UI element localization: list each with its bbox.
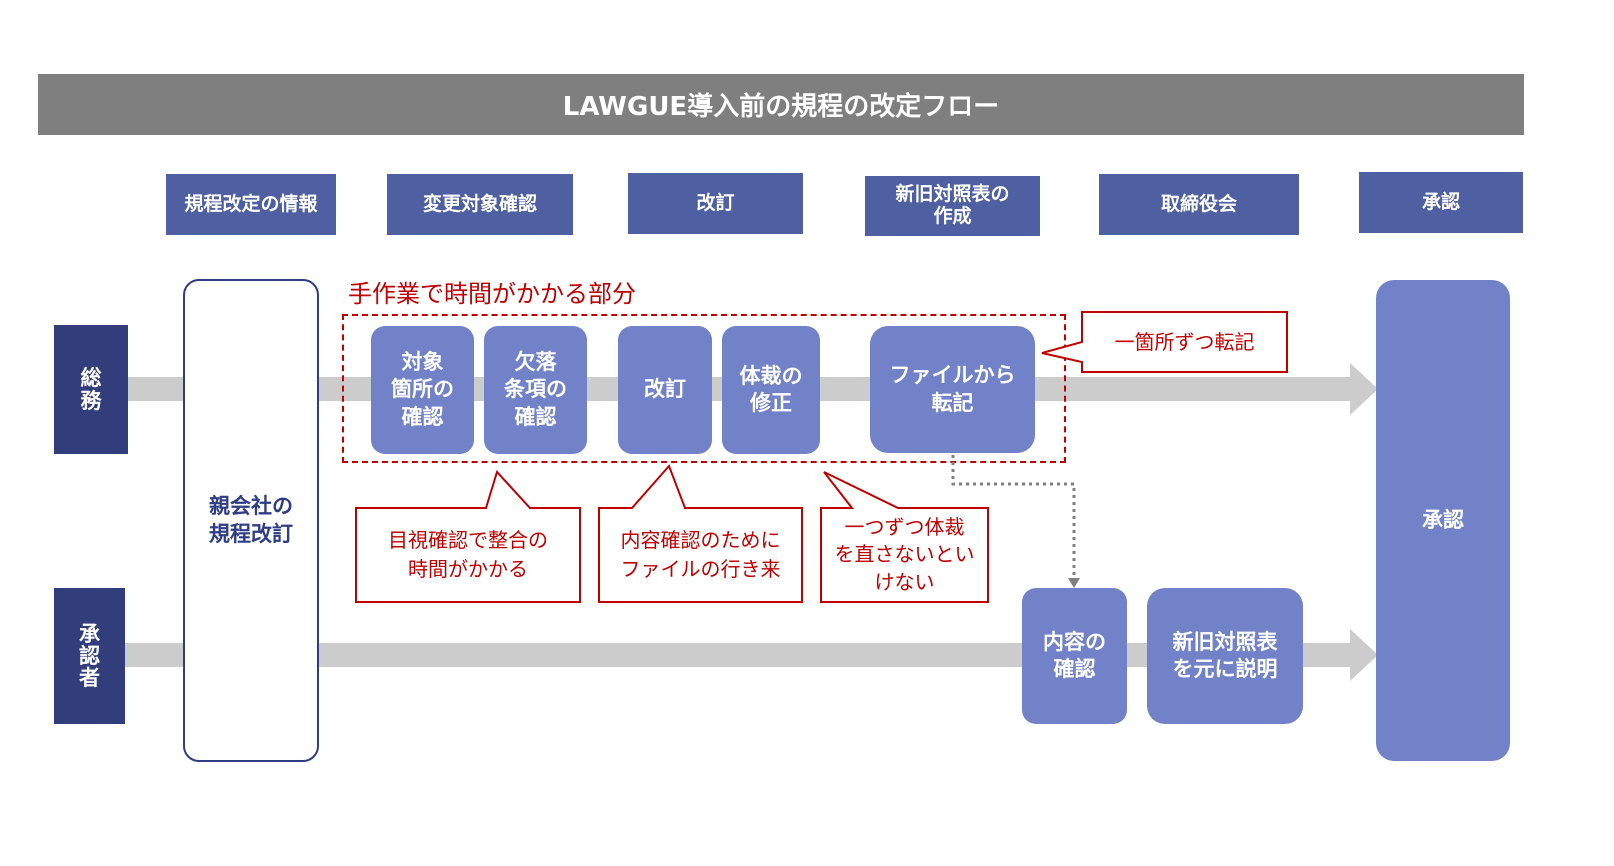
callout-visual-check: 目視確認で整合の 時間がかかる [388, 528, 548, 581]
lane-label-approver: 承 認 者 [54, 588, 125, 724]
manual-work-frame [342, 314, 1066, 463]
callout-file-back-forth-shape [598, 464, 803, 603]
step-content-check: 内容の 確認 [1022, 588, 1127, 724]
callout-transcribe-one-by-one: 一箇所ずつ転記 [1114, 329, 1255, 354]
lane-label-general-affairs: 総 務 [54, 325, 128, 454]
phase-header-revision: 改訂 [628, 173, 803, 234]
step-target-location-check: 対象 箇所の 確認 [371, 326, 474, 454]
approval-box: 承認 [1376, 280, 1510, 761]
phase-header-approval: 承認 [1359, 172, 1523, 233]
manual-work-label: 手作業で時間がかかる部分 [348, 280, 636, 308]
lane-arrow-head-general-affairs [1350, 363, 1378, 415]
callout-file-back-forth: 内容確認のために ファイルの行き来 [620, 528, 781, 581]
diagram-title: LAWGUE導入前の規程の改定フロー [38, 74, 1524, 135]
phase-header-target-check: 変更対象確認 [387, 174, 573, 235]
callout-format-shape [820, 471, 989, 603]
step-explain-with-table: 新旧対照表 を元に説明 [1147, 588, 1303, 724]
step-file-transcribe: ファイルから 転記 [870, 326, 1035, 453]
parent-company-revision-box: 親会社の 規程改訂 [183, 279, 319, 762]
phase-header-board: 取締役会 [1099, 174, 1299, 235]
step-format-fix: 体裁の 修正 [722, 326, 820, 454]
phase-header-comparison-table: 新旧対照表の 作成 [865, 176, 1040, 236]
callout-format-one-by-one: 一つずつ体裁 を直さないとい けない [834, 514, 975, 594]
step-missing-clause-check: 欠落 条項の 確認 [484, 326, 587, 454]
connector-arrowhead [1068, 578, 1080, 588]
callout-transcribe-shape [1041, 311, 1288, 373]
lane-arrow-head-approver [1350, 629, 1378, 681]
phase-header-info: 規程改定の情報 [166, 174, 336, 235]
callout-visual-check-shape [355, 470, 581, 603]
step-revision: 改訂 [618, 326, 712, 454]
lane-arrow-approver [125, 643, 1351, 667]
dotted-connector [951, 455, 1076, 580]
